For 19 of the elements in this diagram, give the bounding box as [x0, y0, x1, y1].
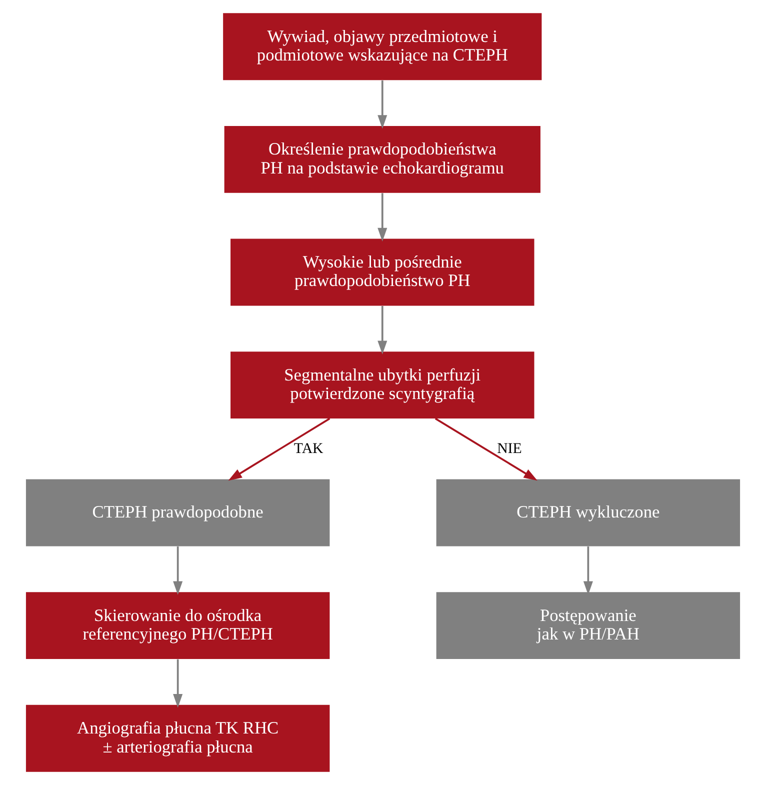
node-box: Postępowanie jak w PH/PAH	[436, 592, 740, 660]
node-box: Angiografia płucna TK RHC ± arteriografia płucna	[26, 704, 330, 772]
arrow	[378, 193, 388, 242]
node-box: Segmentalne ubytki perfuzji potwierdzone scyntygrafią	[230, 352, 534, 419]
arrow	[434, 418, 538, 481]
arrow	[173, 659, 183, 708]
edge-label: TAK	[294, 440, 324, 457]
node-box: CTEPH prawdopodobne	[26, 479, 330, 546]
node-box: CTEPH wykluczone	[436, 479, 740, 546]
arrow	[173, 546, 183, 595]
node-box: Skierowanie do ośrodka referencyjnego PH/CTEPH	[26, 592, 330, 660]
arrow	[378, 80, 388, 129]
arrow	[378, 306, 388, 354]
edge-label: NIE	[497, 440, 522, 457]
node-box: Wysokie lub pośrednie prawdopodobieństwo PH	[230, 238, 534, 306]
node-box: Określenie prawdopodobieństwa PH na podstawie echokardiogramu	[224, 126, 540, 193]
arrow	[583, 546, 593, 595]
arrow	[228, 418, 330, 481]
node-box: Wywiad, objawy przedmiotowe i podmiotowe wskazujące na CTEPH	[223, 13, 542, 80]
